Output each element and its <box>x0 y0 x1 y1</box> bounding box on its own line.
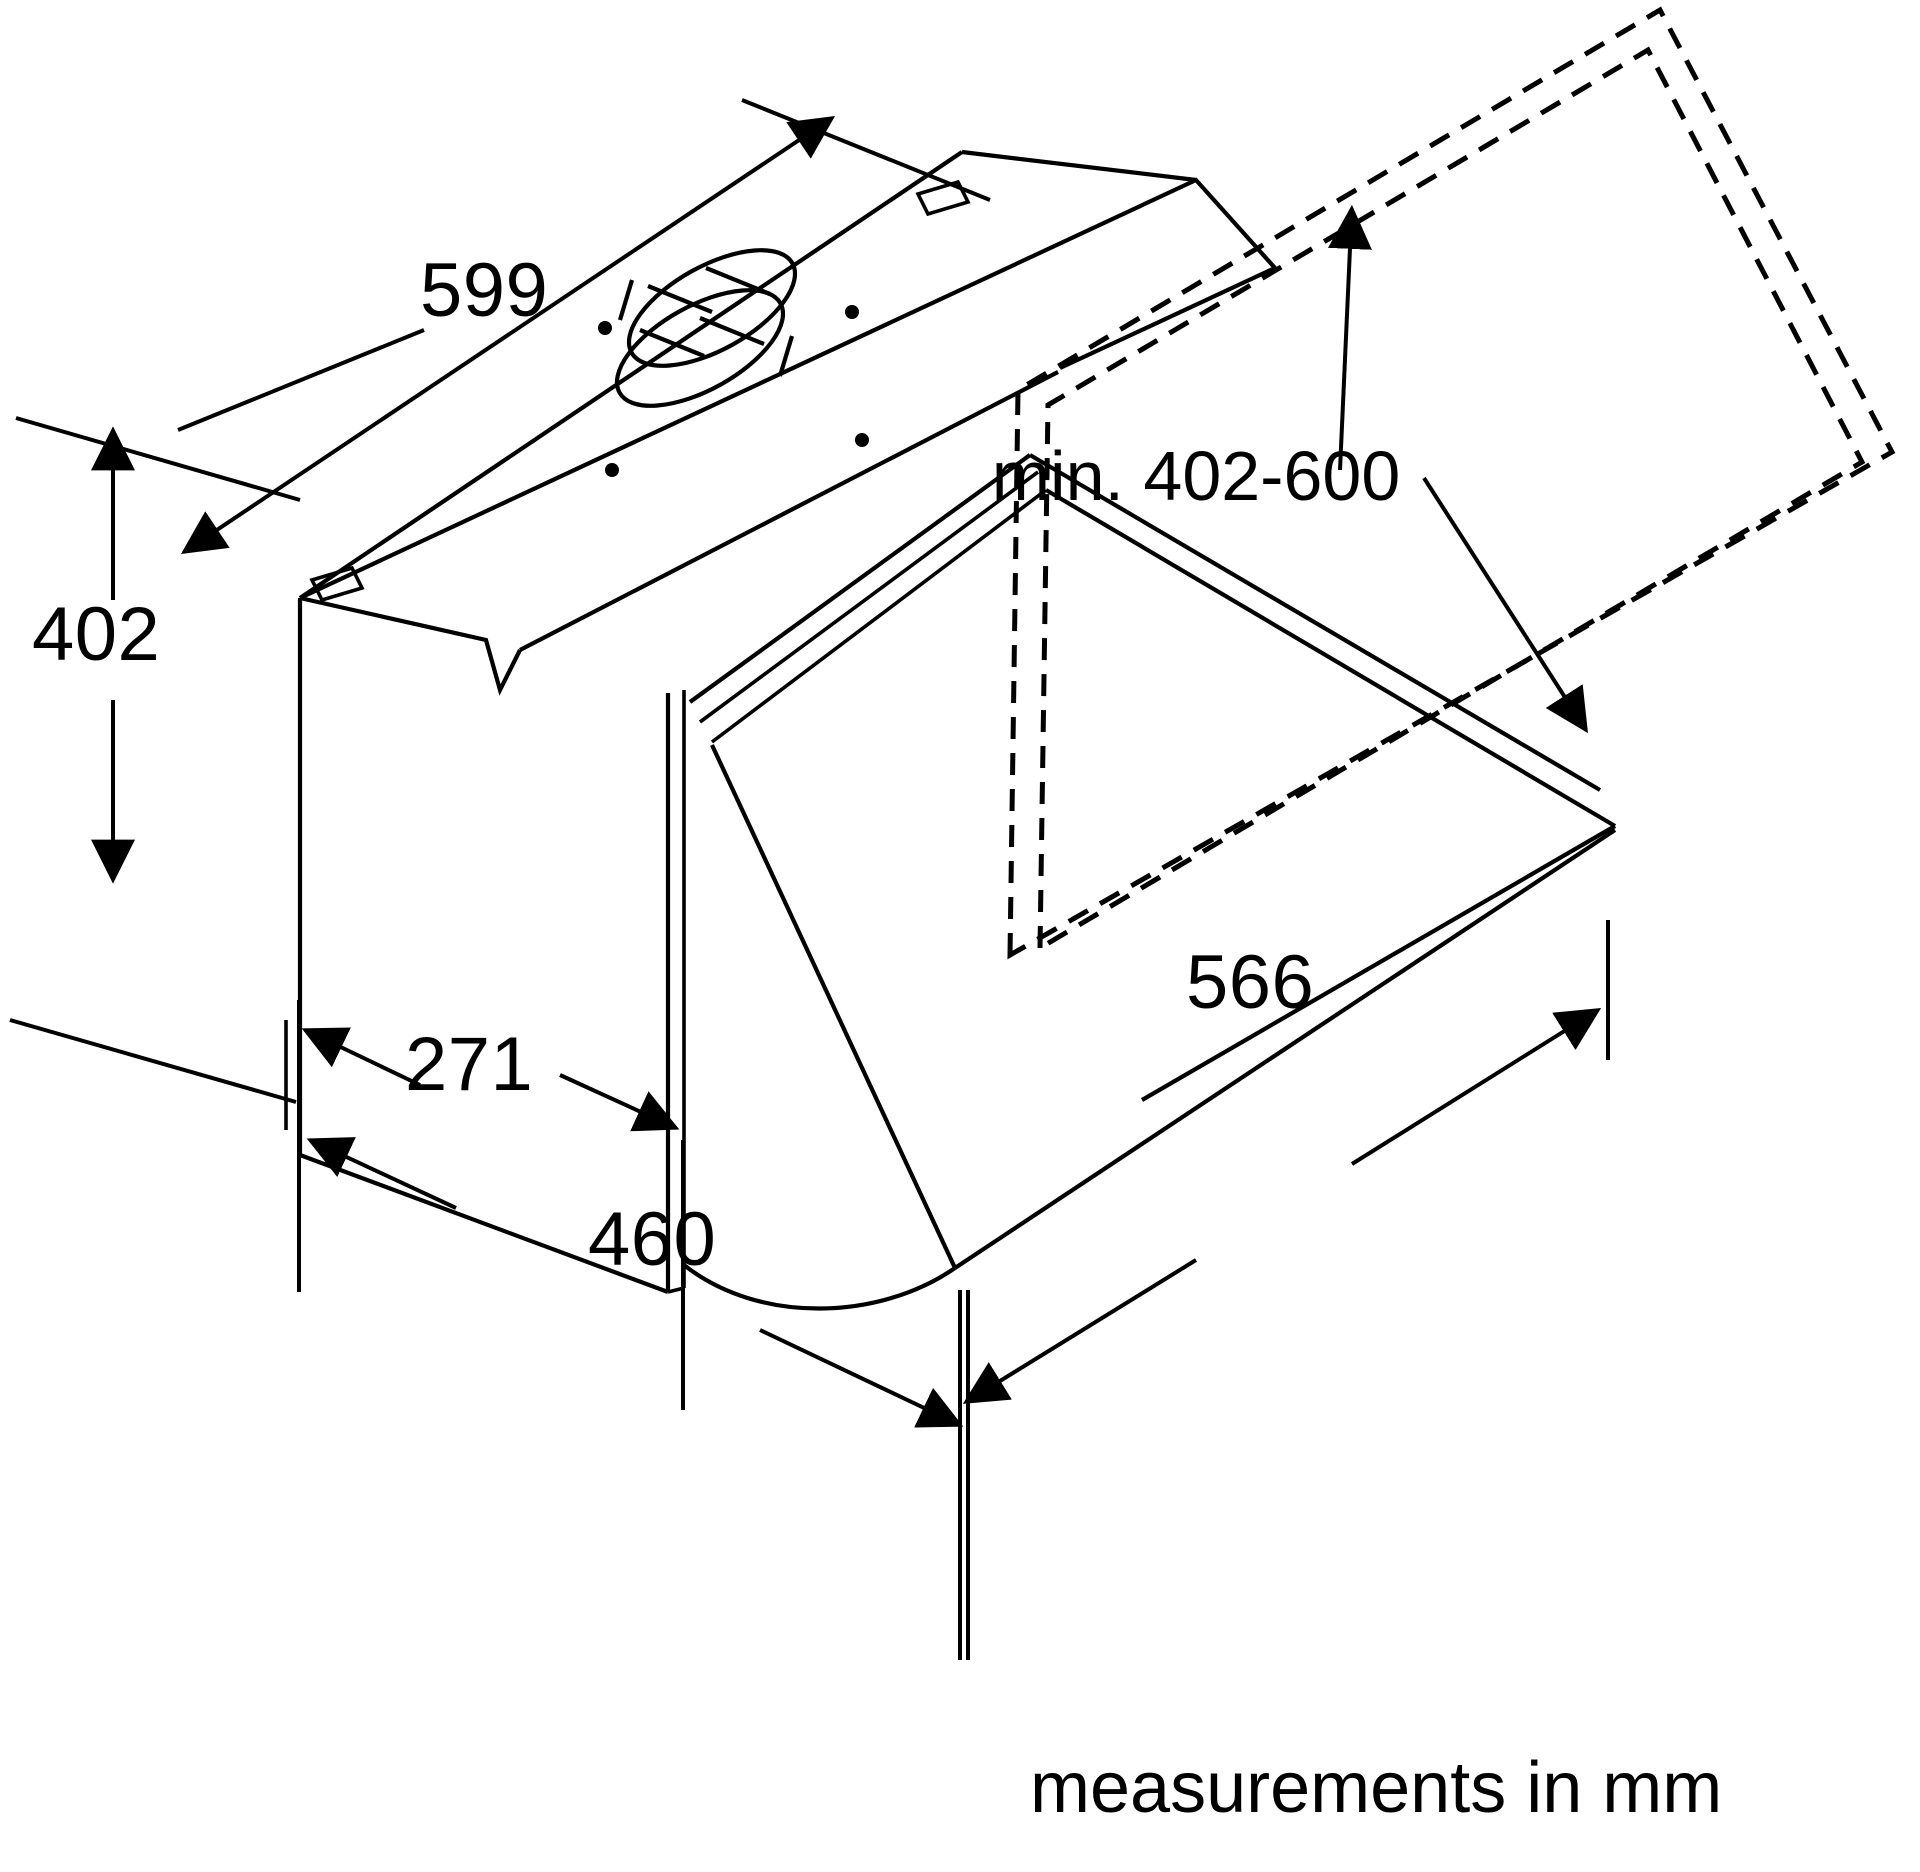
dimension-599-label: 599 <box>420 248 548 333</box>
dimension-402: 402 <box>9 416 301 1104</box>
dimension-566: 566 <box>958 920 1610 1660</box>
clearance-note-label: min. 402-600 <box>992 437 1401 515</box>
dimension-clearance: min. 402-600 <box>992 204 1588 734</box>
dimension-599: 599 <box>177 98 991 555</box>
dimension-271-label: 271 <box>405 1022 533 1107</box>
units-note-label: measurements in mm <box>1030 1748 1722 1828</box>
dimension-460-label: 460 <box>588 1197 716 1282</box>
hood-top-surface <box>298 149 1279 696</box>
hood-bottom-curve <box>682 1263 957 1311</box>
hood-left-side-panel <box>284 598 686 1294</box>
clearance-outline-dashed <box>1007 6 1896 960</box>
dimension-566-label: 566 <box>1186 940 1314 1025</box>
hood-front-flap-panel <box>688 453 1617 1270</box>
mounting-bracket-tabs <box>309 179 971 603</box>
dimension-460: 460 <box>297 1000 970 1660</box>
duct-outlet-ring <box>614 248 798 408</box>
dimension-402-label: 402 <box>32 592 160 677</box>
